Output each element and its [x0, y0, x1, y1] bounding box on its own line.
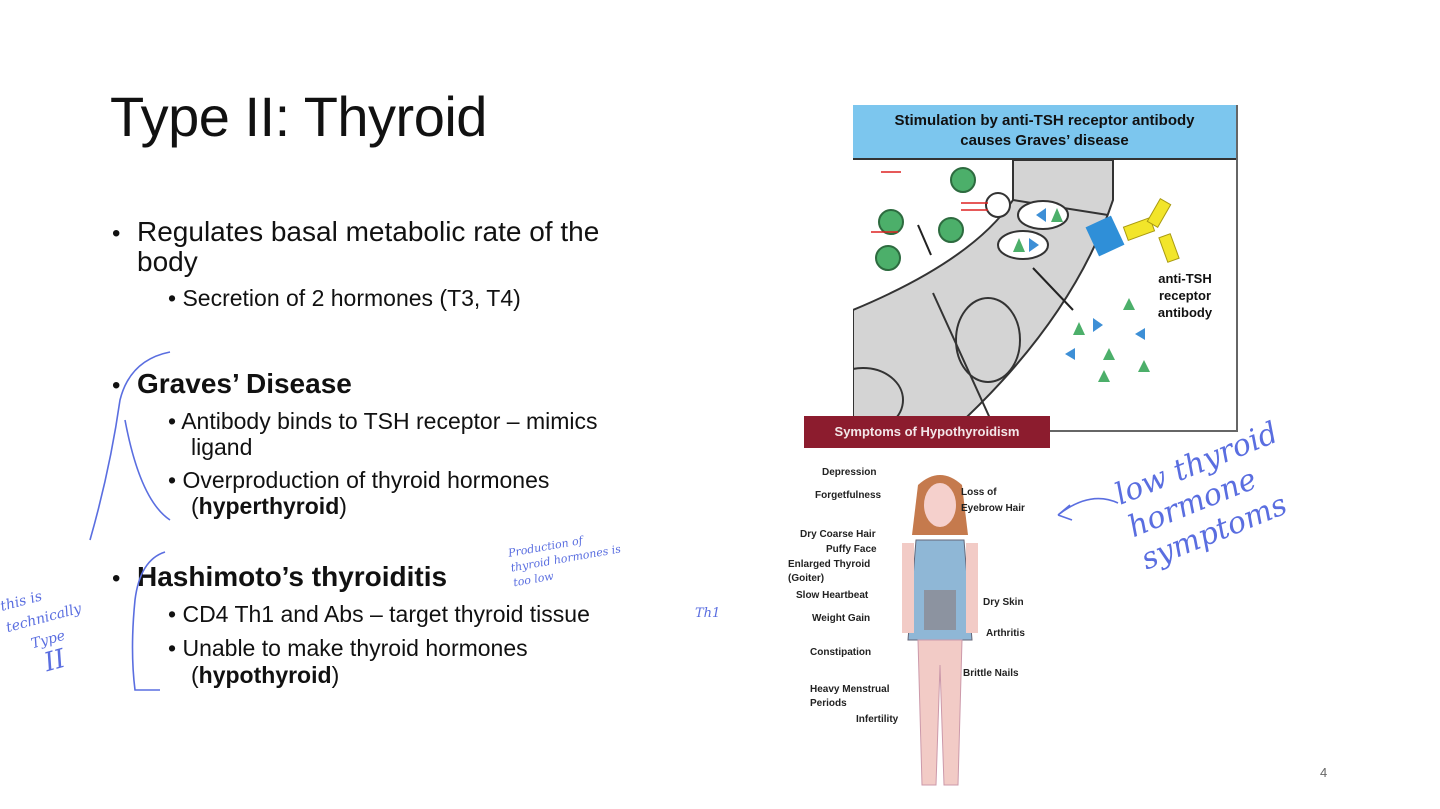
sub-bullet-text: (hypothyroid) — [191, 662, 340, 688]
symptom-label: Constipation — [810, 647, 872, 658]
bullet-text: body — [137, 246, 198, 277]
sub-bullet: • Overproduction of thyroid hormones — [168, 467, 550, 493]
handwritten-th1: Th1 — [695, 606, 721, 621]
bullet-dot: • — [112, 220, 121, 247]
sub-bullet-text: (hyperthyroid) — [191, 493, 347, 519]
symptom-label: Weight Gain — [812, 613, 871, 624]
sub-bullet: • CD4 Th1 and Abs – target thyroid tissu… — [168, 601, 590, 627]
symptom-label: Forgetfulness — [815, 490, 882, 501]
symptom-label: Heavy Menstrual — [810, 684, 890, 695]
sub-bullet-text: Secretion of 2 hormones (T3, T4) — [182, 285, 521, 311]
symptom-label: Dry Skin — [983, 597, 1024, 608]
tsh-receptor — [1085, 215, 1125, 257]
woman-figure-illustration — [902, 475, 978, 786]
symptom-label: (Goiter) — [788, 573, 825, 584]
sub-bullet: • Unable to make thyroid hormones — [168, 635, 528, 661]
symptom-label: Depression — [822, 467, 877, 478]
sub-bullet-text: Antibody binds to TSH receptor – mimics — [181, 408, 598, 434]
symptom-label: Brittle Nails — [963, 668, 1019, 679]
slide-title: Type II: Thyroid — [110, 85, 487, 148]
sub-bullet: • Secretion of 2 hormones (T3, T4) — [168, 285, 521, 311]
hormone-triangles — [1065, 298, 1150, 382]
symptom-label: Slow Heartbeat — [796, 590, 869, 601]
sub-bullet-text: Unable to make thyroid hormones — [182, 635, 528, 661]
hypothyroid-banner: Symptoms of Hypothyroidism — [804, 416, 1050, 448]
bullet-dot: • — [112, 565, 121, 592]
symptom-label: Periods — [810, 698, 847, 709]
bullet-text: Regulates basal metabolic rate of the — [137, 216, 600, 247]
sub-bullet-text: Overproduction of thyroid hormones — [182, 467, 550, 493]
bullet-text: Graves’ Disease — [137, 368, 352, 399]
page-number: 4 — [1320, 765, 1328, 780]
symptom-label: Loss of — [961, 487, 997, 498]
thyroid-cell-illustration — [853, 160, 1180, 430]
bullet-text: Hashimoto’s thyroiditis — [137, 561, 448, 592]
symptom-label: Dry Coarse Hair — [800, 529, 876, 540]
symptom-label: Eyebrow Hair — [961, 503, 1025, 514]
symptom-label: Puffy Face — [826, 544, 877, 555]
graves-diagram: Stimulation by anti-TSH receptor antibod… — [853, 105, 1238, 432]
sub-bullet-text: CD4 Th1 and Abs – target thyroid tissue — [182, 601, 590, 627]
symptom-label: Infertility — [856, 714, 899, 725]
sub-bullet-text: ligand — [191, 434, 253, 460]
symptom-label: Enlarged Thyroid — [788, 559, 871, 570]
symptom-label: Arthritis — [986, 628, 1025, 639]
sub-bullet: • Antibody binds to TSH receptor – mimic… — [168, 408, 598, 434]
bullet-dot: • — [112, 372, 121, 399]
diagram-header: Stimulation by anti-TSH receptor antibod… — [853, 105, 1236, 160]
